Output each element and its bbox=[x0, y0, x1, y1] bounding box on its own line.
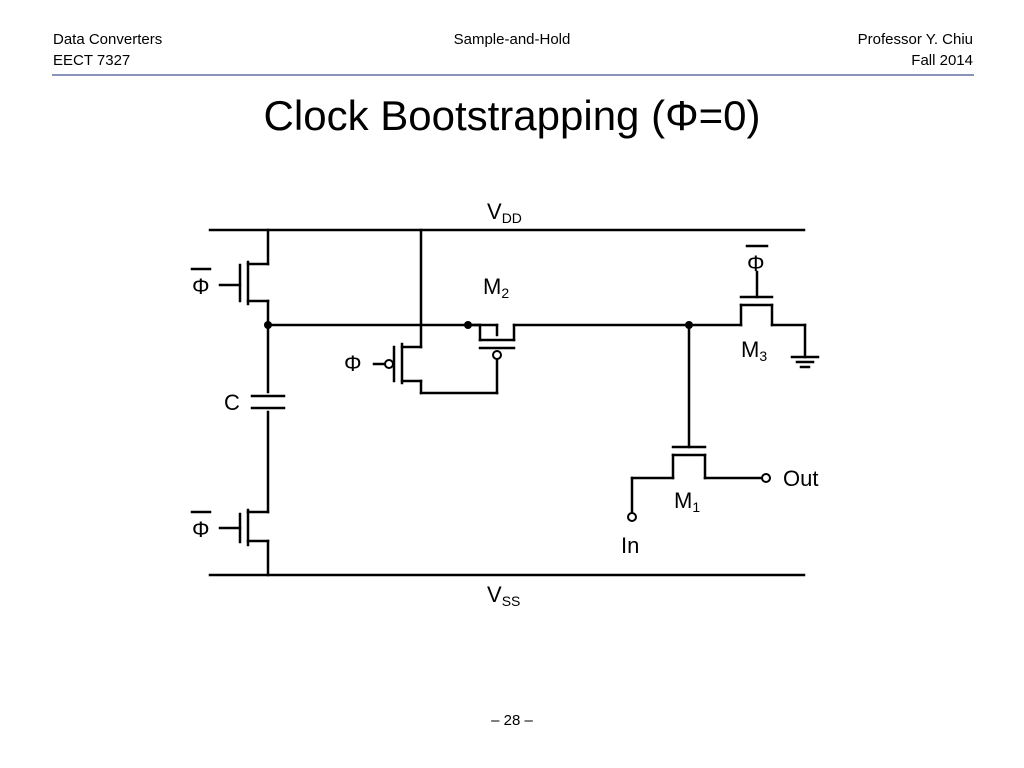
m2-label: M2 bbox=[483, 274, 509, 301]
phi-pmos-transistor bbox=[372, 228, 499, 395]
input-label: In bbox=[621, 533, 639, 558]
m2-gate-bubble bbox=[492, 350, 502, 360]
input-terminal bbox=[627, 512, 637, 522]
m2-transistor bbox=[466, 323, 691, 350]
bootstrap-capacitor bbox=[250, 394, 286, 514]
m3-transistor bbox=[687, 270, 807, 359]
vdd-label: VDD bbox=[487, 199, 522, 226]
capacitor-label: C bbox=[224, 390, 240, 415]
junction-dot bbox=[464, 321, 472, 329]
instructor-name: Professor Y. Chiu bbox=[857, 31, 973, 48]
junction-dot bbox=[264, 321, 272, 329]
page-number: – 28 – bbox=[491, 712, 533, 729]
course-number: EECT 7327 bbox=[53, 52, 131, 69]
phibar-label-m3: Φ bbox=[747, 251, 765, 276]
m1-label: M1 bbox=[674, 488, 700, 515]
m1-transistor bbox=[630, 445, 764, 515]
output-label: Out bbox=[783, 466, 818, 491]
pmos-bubble bbox=[384, 359, 394, 369]
vss-label: VSS bbox=[487, 582, 520, 609]
course-title: Data Converters bbox=[53, 31, 163, 48]
bottom-left-switch-transistor bbox=[218, 508, 270, 577]
m3-label: M3 bbox=[741, 337, 767, 364]
phibar-label-bottom: Φ bbox=[192, 517, 210, 542]
header-divider bbox=[52, 74, 974, 76]
junction-dot bbox=[685, 321, 693, 329]
semester: Fall 2014 bbox=[911, 52, 973, 69]
output-terminal bbox=[761, 473, 771, 483]
slide-title: Clock Bootstrapping (Φ=0) bbox=[263, 92, 761, 139]
ground-icon bbox=[790, 355, 820, 369]
phi-label: Φ bbox=[344, 351, 362, 376]
phibar-label-top: Φ bbox=[192, 274, 210, 299]
lecture-topic: Sample-and-Hold bbox=[453, 31, 571, 48]
top-left-switch-transistor bbox=[218, 228, 270, 327]
